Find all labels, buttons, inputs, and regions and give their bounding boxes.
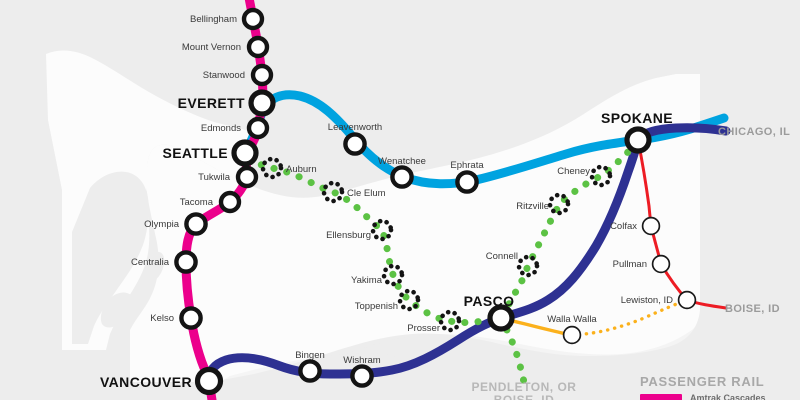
legend-label-amtrak-cascades: Amtrak Cascades — [690, 393, 766, 400]
station-label: Stanwood — [203, 70, 245, 81]
labels-cascades: Bellingham Mount Vernon Stanwood Edmonds… — [131, 14, 245, 324]
station-label: Tukwila — [198, 172, 231, 183]
labels-ghost-destinations: PENDLETON, OR BOISE, ID — [472, 380, 577, 400]
station-label: Pullman — [613, 259, 647, 270]
major-station-label: SEATTLE — [162, 145, 228, 161]
stations-major[interactable] — [194, 89, 652, 396]
station-label: Tacoma — [180, 197, 214, 208]
station-label: Yakima — [351, 275, 383, 286]
ghost-destination-label: PENDLETON, OR — [472, 380, 577, 394]
labels-branch: Colfax Pullman Lewiston, ID Walla Walla — [547, 221, 673, 325]
legend-title: PASSENGER RAIL — [640, 374, 764, 389]
station-label: Bingen — [295, 350, 325, 361]
labels-major: EVERETT SEATTLE SPOKANE PASCO VANCOUVER — [100, 95, 673, 390]
station-label: Bellingham — [190, 14, 237, 25]
station-label: Leavenworth — [328, 122, 382, 133]
stations-cascades[interactable] — [174, 7, 274, 330]
station-label: Lewiston, ID — [621, 295, 673, 306]
station-label: Wishram — [343, 355, 381, 366]
station-label: Ellensburg — [326, 230, 371, 241]
station-label: Ephrata — [450, 160, 484, 171]
major-station-label: PASCO — [464, 293, 515, 309]
station-label: Ritzville — [516, 201, 549, 212]
labels-proposed: Auburn Cle Elum Ellensburg Yakima Toppen… — [286, 164, 590, 334]
station-label: Prosser — [407, 323, 440, 334]
major-station-label: EVERETT — [178, 95, 245, 111]
major-station-label: SPOKANE — [601, 110, 673, 126]
station-label: Kelso — [150, 313, 174, 324]
labels-external: CHICAGO, IL BOISE, ID — [718, 126, 790, 315]
station-label: Mount Vernon — [182, 42, 241, 53]
station-label: Wenatchee — [378, 156, 426, 167]
station-label: Centralia — [131, 257, 170, 268]
station-label: Auburn — [286, 164, 317, 175]
ghost-destination-label: BOISE, ID — [494, 393, 555, 400]
station-label: Walla Walla — [547, 314, 597, 325]
station-label: Cle Elum — [347, 188, 386, 199]
station-label: Edmonds — [201, 123, 241, 134]
major-station-label: VANCOUVER — [100, 374, 192, 390]
labels-empire-builder: Leavenworth Wenatchee Ephrata Bingen Wis… — [295, 122, 484, 366]
station-label: Connell — [486, 251, 518, 262]
station-label: Olympia — [144, 219, 180, 230]
external-destination-label: BOISE, ID — [725, 303, 780, 315]
external-destination-label: CHICAGO, IL — [718, 126, 790, 138]
legend: PASSENGER RAIL Amtrak Cascades — [640, 374, 766, 400]
state-landmass — [46, 50, 700, 382]
legend-swatch-amtrak-cascades — [640, 394, 682, 400]
stations-branch[interactable] — [562, 216, 697, 345]
station-label: Colfax — [610, 221, 637, 232]
station-label: Toppenish — [355, 301, 398, 312]
stations-proposed[interactable] — [260, 156, 613, 333]
stations-empire-builder[interactable] — [298, 132, 479, 388]
station-label: Cheney — [557, 166, 590, 177]
